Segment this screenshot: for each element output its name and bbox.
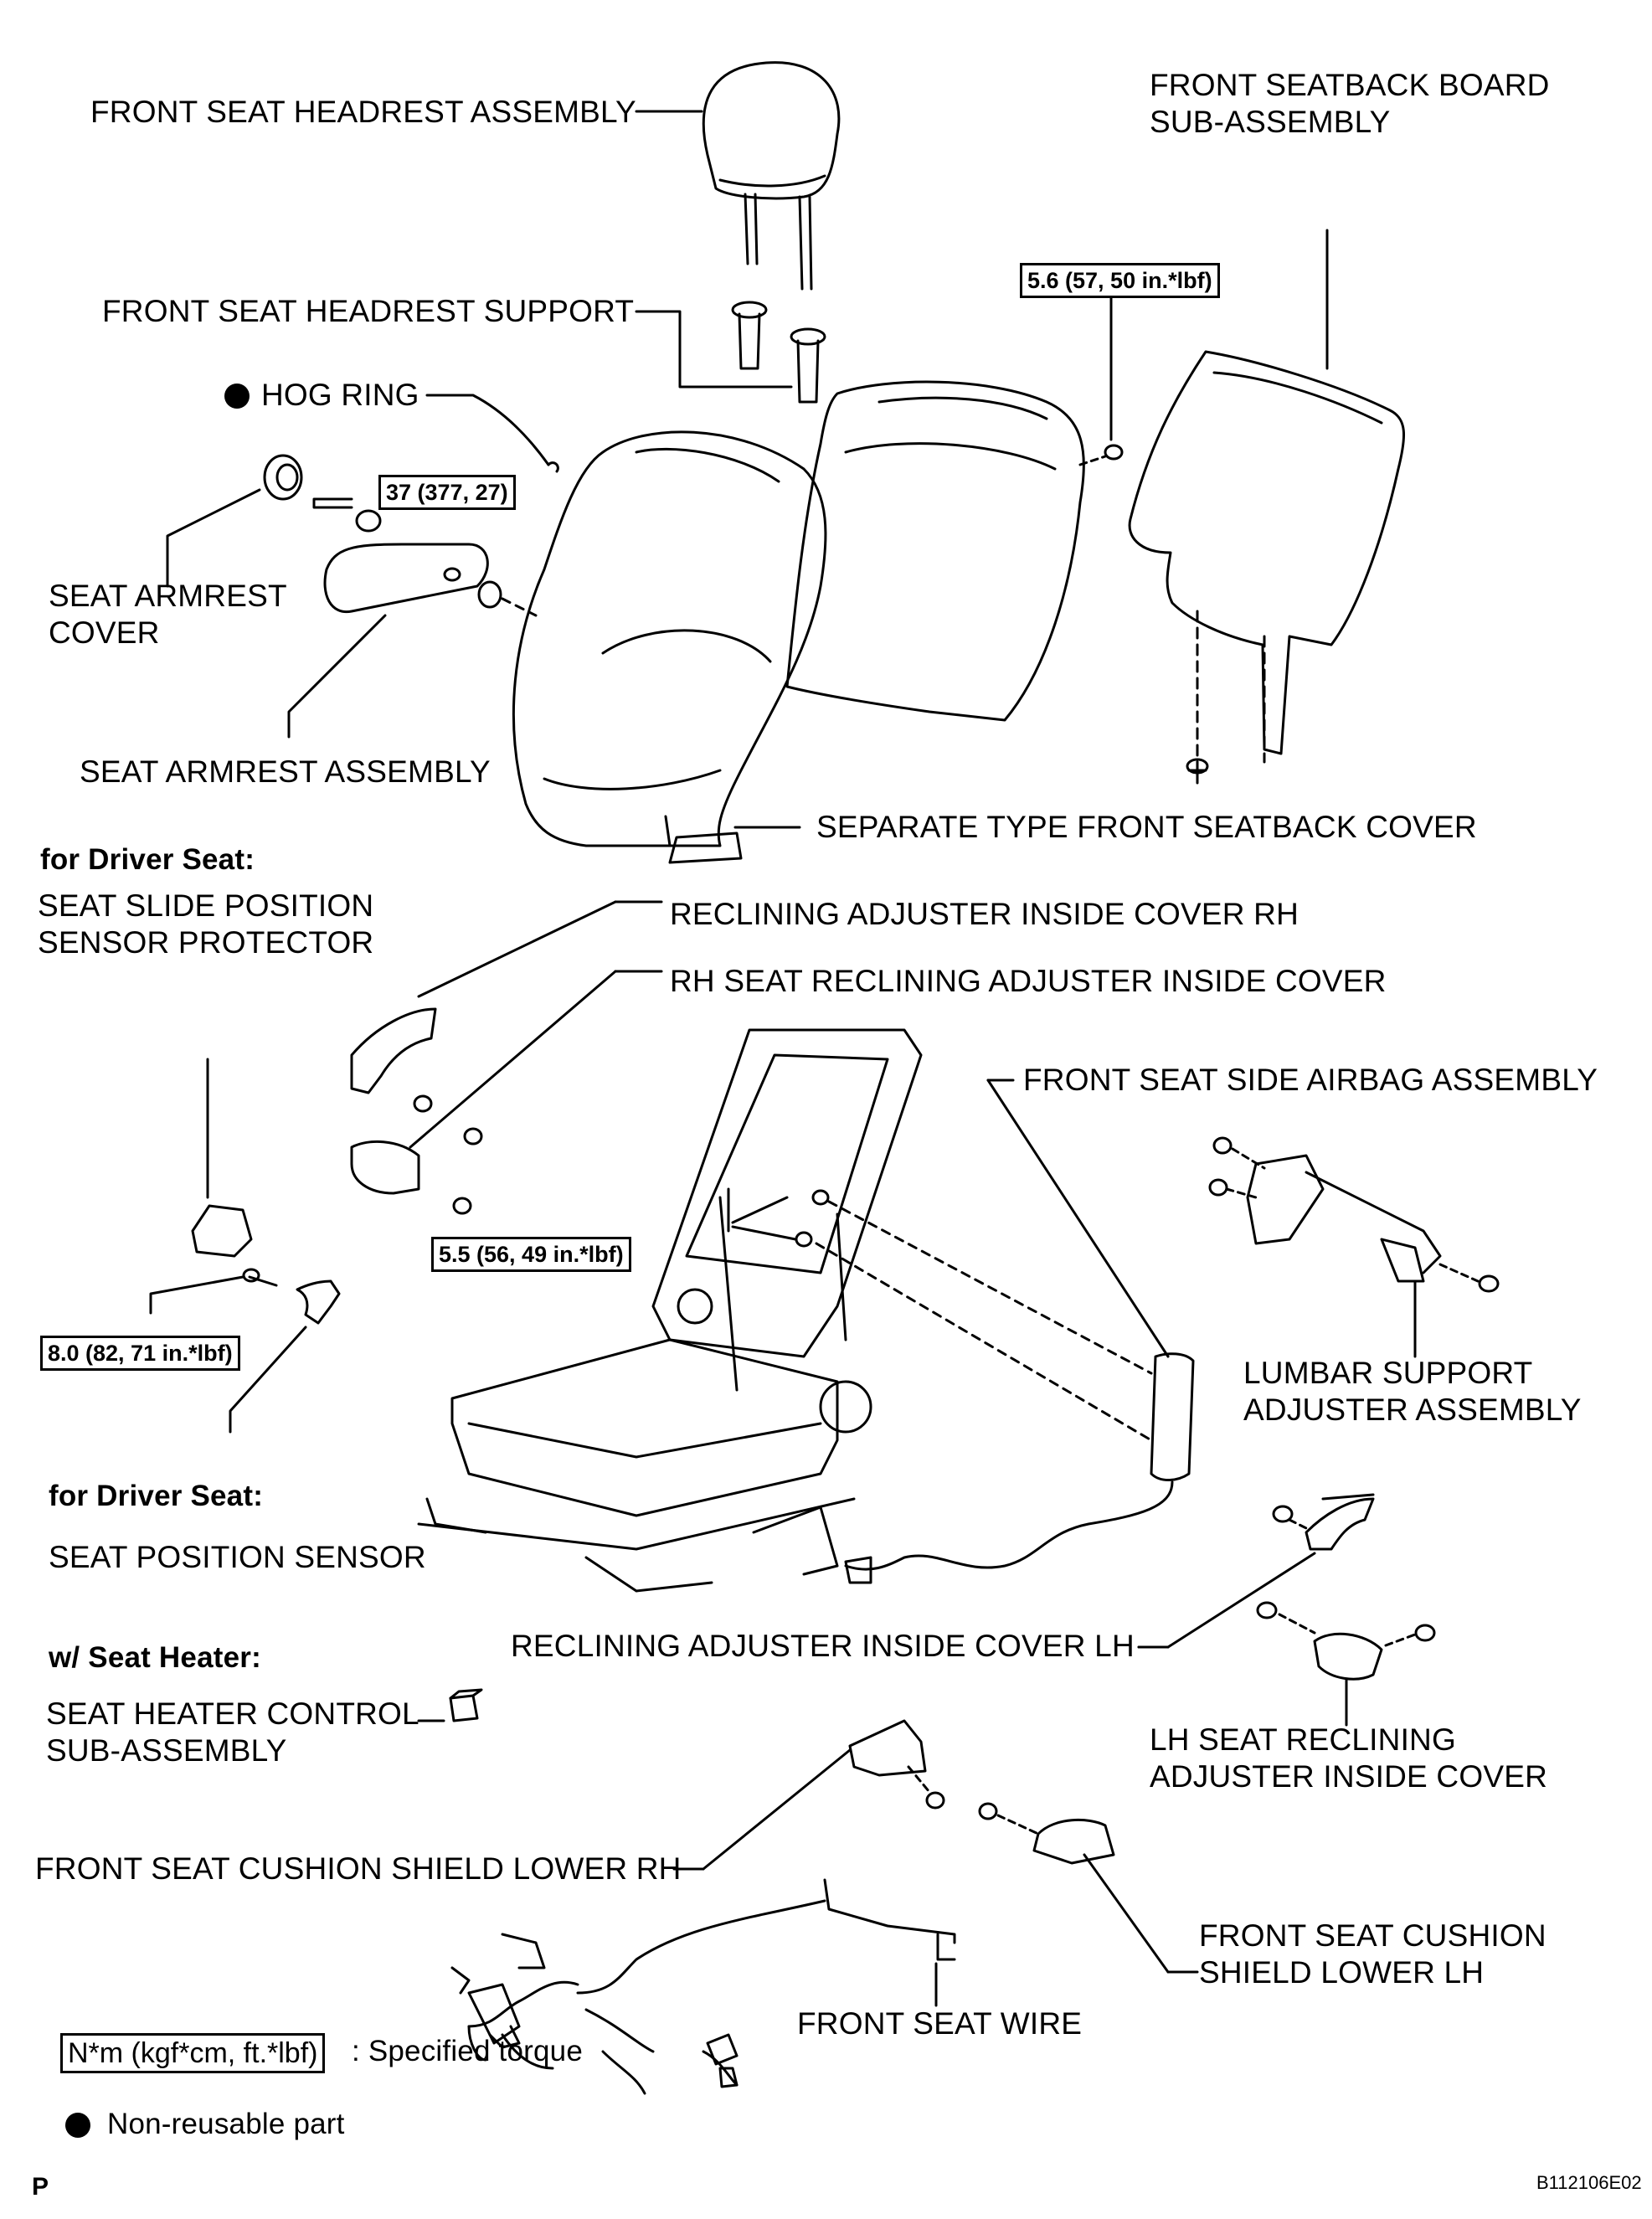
armrest-drawing bbox=[287, 543, 538, 739]
lh-recl-inside-cover-drawing bbox=[1256, 1601, 1436, 1727]
label-hog-ring: HOG RING bbox=[261, 378, 419, 412]
slide-sensor-protector-drawing bbox=[149, 1058, 341, 1434]
heater-control-drawing bbox=[417, 1688, 483, 1722]
headrest-support-drawing bbox=[635, 301, 826, 404]
figure-id: B112106E02 bbox=[1536, 2172, 1642, 2193]
label-headrest-support: FRONT SEAT HEADREST SUPPORT bbox=[102, 294, 635, 328]
label-recl-cover-lh: RECLINING ADJUSTER INSIDE COVER LH bbox=[511, 1629, 1135, 1663]
label-rh-recl-inside-cover: RH SEAT RECLINING ADJUSTER INSIDE COVER bbox=[670, 964, 1387, 998]
front-seat-wire-drawing bbox=[450, 1878, 956, 2095]
rh-recl-inside-cover-drawing bbox=[350, 970, 663, 1215]
torque-box-airbag-nut: 5.5 (56, 49 in.*lbf) bbox=[431, 1237, 631, 1272]
label-driver-seat-1: for Driver Seat: bbox=[40, 843, 255, 876]
label-cushion-shield-rh: FRONT SEAT CUSHION SHIELD LOWER RH bbox=[35, 1851, 682, 1886]
nonreusable-dot-legend bbox=[65, 2113, 90, 2138]
seatback-rear-drawing bbox=[785, 380, 1085, 722]
label-seat-heater: w/ Seat Heater: bbox=[49, 1641, 261, 1674]
label-heater-control: SEAT HEATER CONTROL SUB-ASSEMBLY bbox=[46, 1696, 419, 1768]
label-cushion-shield-lh: FRONT SEAT CUSHION SHIELD LOWER LH bbox=[1199, 1918, 1546, 1990]
footer-code: P bbox=[32, 2173, 49, 2201]
nonreusable-dot-hog-ring bbox=[224, 384, 250, 409]
side-airbag-drawing bbox=[815, 1079, 1195, 1584]
label-lumbar: LUMBAR SUPPORT ADJUSTER ASSEMBLY bbox=[1243, 1356, 1582, 1427]
label-driver-seat-2: for Driver Seat: bbox=[49, 1480, 264, 1512]
label-front-seat-wire: FRONT SEAT WIRE bbox=[797, 2006, 1083, 2041]
seatback-cover-drawing bbox=[512, 430, 827, 864]
label-seatback-cover: SEPARATE TYPE FRONT SEATBACK COVER bbox=[816, 810, 1477, 844]
label-position-sensor: SEAT POSITION SENSOR bbox=[49, 1540, 426, 1574]
torque-box-board-clip: 5.6 (57, 50 in.*lbf) bbox=[1020, 263, 1220, 298]
label-armrest-assembly: SEAT ARMREST ASSEMBLY bbox=[80, 754, 491, 789]
lumbar-support-drawing bbox=[1208, 1136, 1500, 1358]
seat-frame-drawing bbox=[417, 1028, 923, 1593]
hog-ring-drawing bbox=[425, 394, 559, 473]
label-seatback-board: FRONT SEATBACK BOARD SUB-ASSEMBLY bbox=[1150, 68, 1550, 139]
label-armrest-cover: SEAT ARMREST COVER bbox=[49, 579, 287, 650]
label-recl-cover-rh: RECLINING ADJUSTER INSIDE COVER RH bbox=[670, 897, 1299, 931]
label-headrest-assembly: FRONT SEAT HEADREST ASSEMBLY bbox=[90, 95, 636, 129]
legend-torque-box: N*m (kgf*cm, ft.*lbf) bbox=[60, 2033, 326, 2073]
torque-box-sensor-bolt: 8.0 (82, 71 in.*lbf) bbox=[40, 1336, 240, 1371]
seatback-board-drawing bbox=[1128, 229, 1406, 785]
headrest-drawing bbox=[635, 61, 841, 291]
cushion-shield-lh-drawing bbox=[978, 1802, 1199, 1974]
torque-box-armrest-bolt: 37 (377, 27) bbox=[378, 475, 516, 510]
label-lh-recl-inside-cover: LH SEAT RECLINING ADJUSTER INSIDE COVER bbox=[1150, 1722, 1547, 1794]
cushion-shield-rh-drawing bbox=[672, 1719, 945, 1871]
board-clip-drawing bbox=[1078, 293, 1124, 466]
legend-nonreusable-text: Non-reusable part bbox=[107, 2108, 345, 2140]
label-slide-sensor-protector: SEAT SLIDE POSITION SENSOR PROTECTOR bbox=[38, 888, 374, 960]
armrest-cover-drawing bbox=[166, 454, 382, 588]
label-side-airbag: FRONT SEAT SIDE AIRBAG ASSEMBLY bbox=[1023, 1063, 1598, 1097]
legend-torque-text: : Specified torque bbox=[352, 2035, 583, 2067]
reclining-cover-rh-drawing bbox=[350, 900, 663, 1113]
reclining-cover-lh-drawing bbox=[1137, 1493, 1375, 1649]
